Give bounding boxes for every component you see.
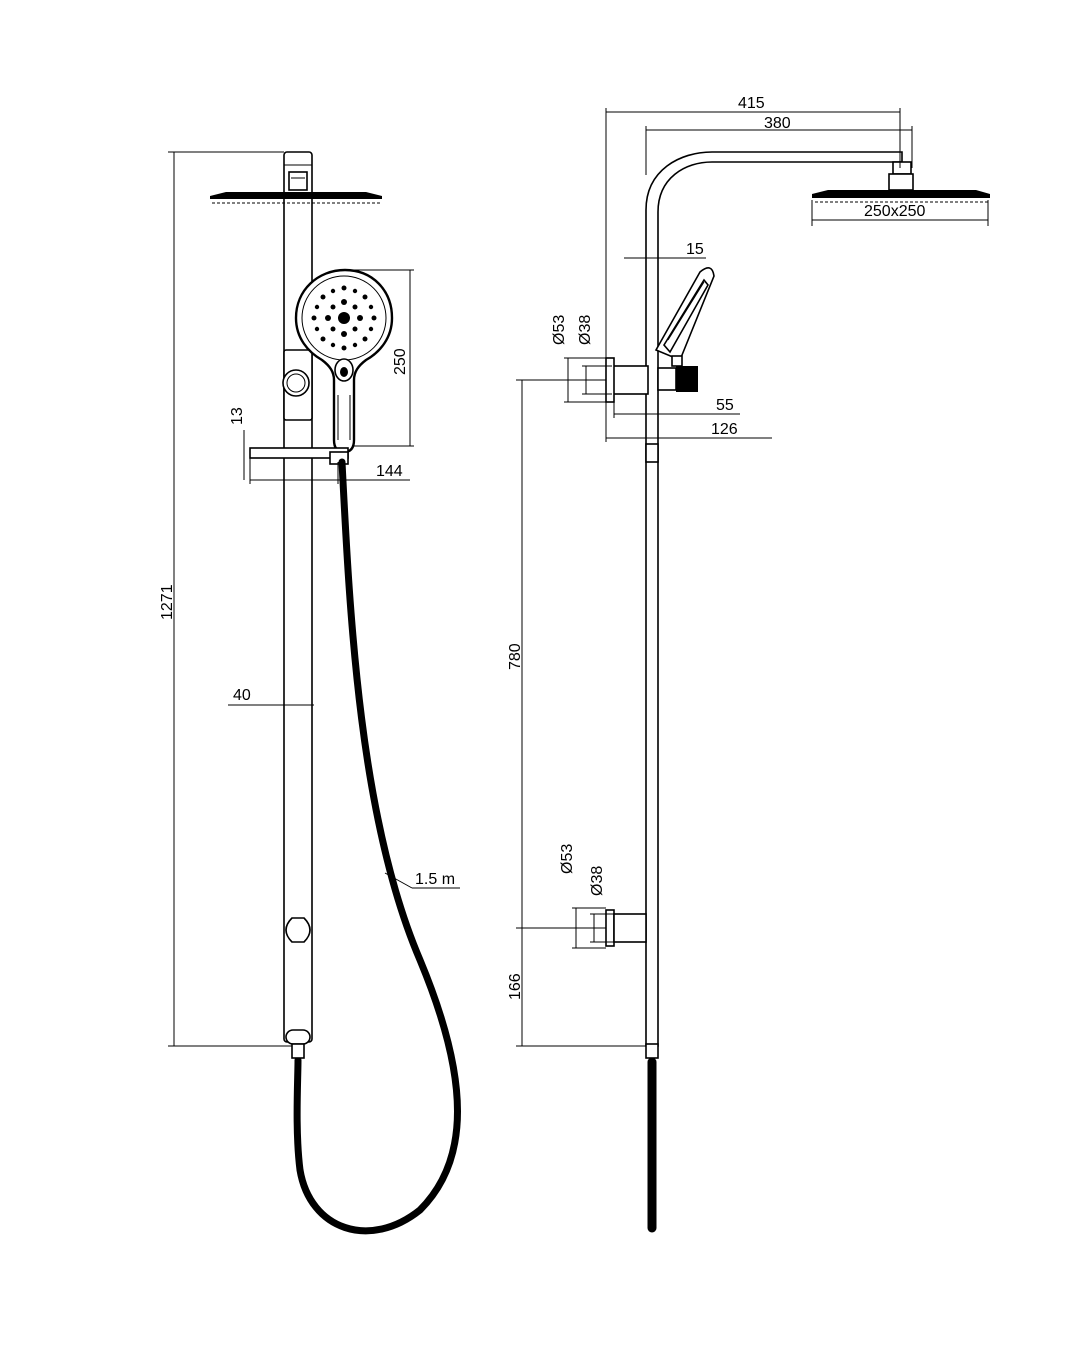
dimensions-side: 415 380 250x250 15 Ø53 Ø38 [507,95,989,1047]
dim-wall-offset-long: 126 [711,421,738,438]
dim-flange-inner-top: Ø38 [577,315,594,345]
dim-flange-inner-bottom: Ø38 [589,866,606,896]
diverter-side [605,357,698,403]
rain-head-side [812,161,990,203]
dim-holder-reach: 144 [376,463,403,480]
dimensions-front: 1271 250 13 144 40 1.5 m [159,151,460,1047]
dim-height-total: 1271 [159,584,176,620]
dim-flange-outer-bottom: Ø53 [559,844,576,874]
front-view: 1271 250 13 144 40 1.5 m [159,151,461,1235]
hose-front [291,458,461,1235]
shower-rail-side [645,151,903,1047]
rain-head-front [210,171,382,204]
dim-bracket-offset: 13 [229,407,246,425]
dim-rail-gap: 15 [686,241,704,258]
wall-bracket-front [285,917,311,943]
wall-bracket-side [605,909,647,947]
dim-rose-size: 250x250 [864,203,925,220]
dim-hose-length: 1.5 m [415,871,455,888]
hand-shower-side [654,267,715,367]
dim-arm-outer: 415 [738,95,765,112]
dim-flange-outer-top: Ø53 [551,315,568,345]
diverter-knob-front [282,349,313,421]
dim-handshower-height: 250 [392,348,409,375]
side-view: 415 380 250x250 15 Ø53 Ø38 [507,95,990,1233]
dim-rail-width: 40 [233,687,251,704]
dim-wall-offset-short: 55 [716,397,734,414]
dim-bracket-spacing: 780 [507,643,524,670]
dim-arm-inner: 380 [764,115,791,132]
hose-side [645,443,659,1233]
dim-bottom-offset: 166 [507,973,524,1000]
